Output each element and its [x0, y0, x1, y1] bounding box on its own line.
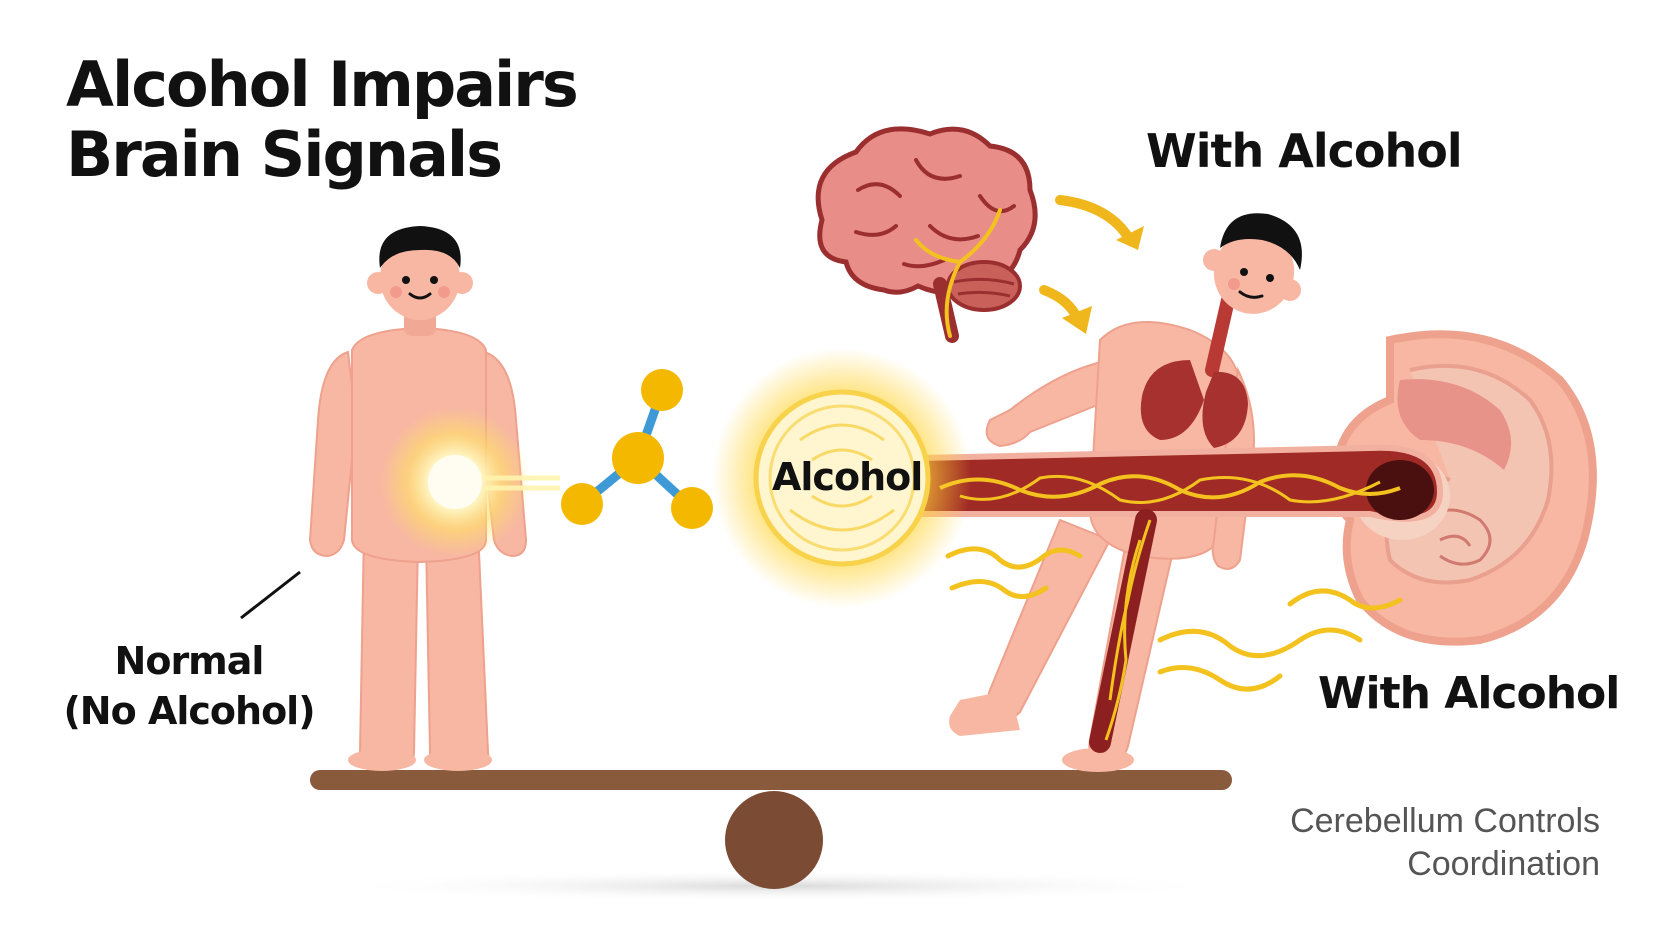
normal-person [308, 226, 560, 771]
nerve-squiggles [945, 546, 1403, 692]
nerve-tube [919, 444, 1443, 522]
leg-blood-vessel [1089, 509, 1157, 753]
normal-label-line-2: (No Alcohol) [63, 689, 315, 733]
seesaw-icon [310, 770, 1232, 902]
caption-line-1: Cerebellum Controls [1290, 802, 1600, 840]
caption-line-2: Coordination [1407, 845, 1600, 883]
seesaw-fulcrum [725, 791, 823, 889]
molecule-icon [561, 369, 713, 529]
alcohol-label: Alcohol [772, 455, 923, 499]
arrow-icon [1055, 195, 1144, 250]
page-title-line-2: Brain Signals [66, 118, 503, 191]
arrow-icon-2 [1039, 285, 1092, 334]
seesaw-plank [310, 770, 1232, 790]
drunk-person-head [1203, 213, 1302, 314]
brain-icon [815, 126, 1038, 343]
page-title-line-1: Alcohol Impairs [66, 48, 579, 121]
cerebellum [946, 260, 1022, 312]
normal-pointer-line [240, 570, 301, 620]
with-alcohol-label-bottom: With Alcohol [1318, 668, 1620, 719]
with-alcohol-label-top: With Alcohol [1146, 124, 1463, 178]
normal-label-line-1: Normal [114, 639, 265, 683]
alcohol-glow [712, 348, 972, 608]
normal-person-head [367, 226, 473, 320]
